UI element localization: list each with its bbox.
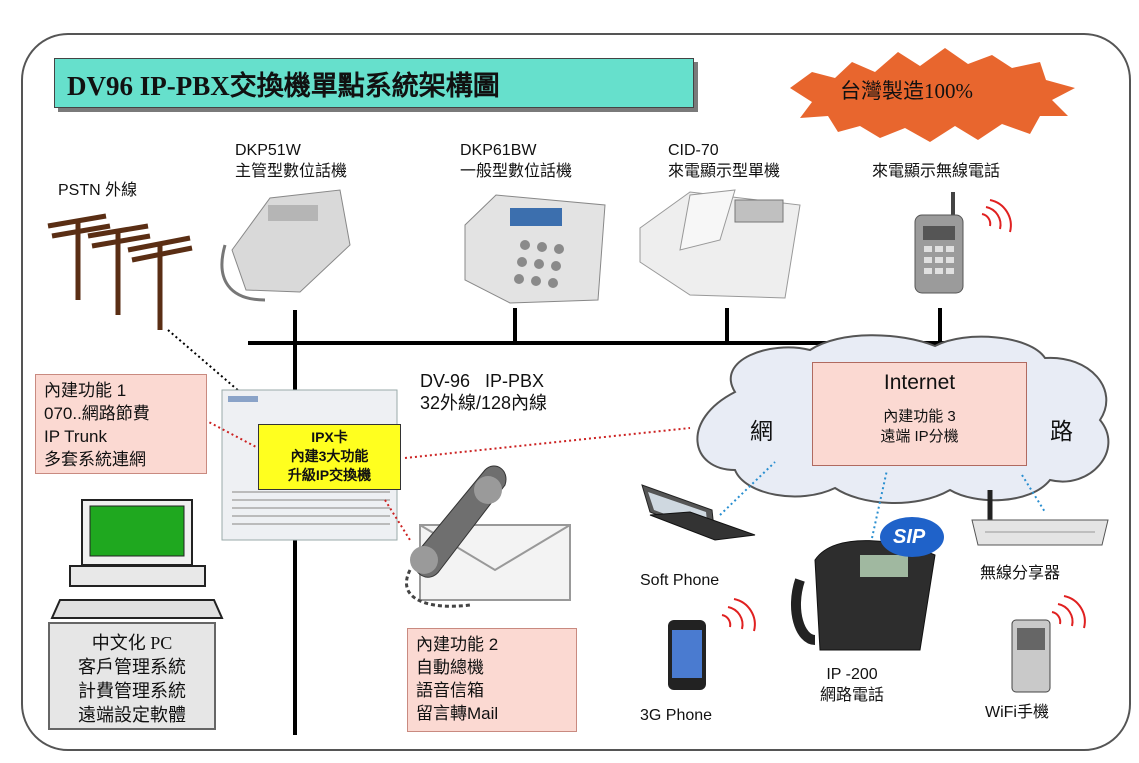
phone-1-model: DKP51W — [235, 142, 301, 159]
feature-3-line-2: 遠端 IP分機 — [880, 428, 959, 445]
phone-2-desc: 一般型數位話機 — [460, 163, 573, 180]
ipx-card-box: IPX卡 內建3大功能 升級IP交換機 — [258, 424, 401, 490]
pstn-connection — [167, 329, 241, 393]
internet-sub: 內建功能 3 遠端 IP分機 — [813, 407, 1026, 447]
feature-2-line-2: 自動總機 — [416, 658, 484, 677]
internet-box: Internet 內建功能 3 遠端 IP分機 — [812, 362, 1027, 466]
dkp51w-phone-icon — [220, 189, 351, 302]
pstn-label: PSTN 外線 — [58, 182, 138, 199]
voicemail-icon — [405, 465, 571, 608]
feature-2-box: 內建功能 2 自動總機 語音信箱 留言轉Mail — [407, 628, 577, 732]
pc-icon — [50, 499, 224, 619]
internet-title: Internet — [883, 371, 956, 394]
pbx-label: DV-96 IP-PBX 32外線/128內線 — [420, 370, 547, 414]
wifi-phone-icon — [1011, 595, 1086, 693]
diagram-title: DV96 IP-PBX交換機單點系統架構圖 — [54, 58, 694, 108]
phone-3-model: CID-70 — [668, 142, 719, 159]
phone-3-label: CID-70 來電顯示型單機 — [668, 140, 780, 182]
3g-phone-icon — [668, 598, 756, 690]
wifi-phone-label: WiFi手機 — [985, 704, 1049, 721]
ip200-link — [871, 469, 888, 539]
ip200-label: IP -200 網路電話 — [820, 664, 884, 706]
ip200-phone-icon — [791, 540, 936, 651]
feature-1-line-2: 070..網路節費 — [44, 404, 150, 423]
dkp61bw-phone-icon — [464, 194, 606, 304]
phone-3-desc: 來電顯示型單機 — [668, 163, 781, 180]
badge-burst-shape — [790, 48, 1075, 142]
router-icon — [971, 490, 1109, 546]
sip-badge-shape — [880, 517, 944, 557]
badge-text: 台灣製造100% — [840, 79, 973, 103]
phone-4-desc: 來電顯示無線電話 — [872, 163, 1001, 180]
cid70-phone-icon — [639, 189, 801, 299]
ip200-model: IP -200 — [826, 666, 878, 683]
feature-1-box: 內建功能 1 070..網路節費 IP Trunk 多套系統連網 — [35, 374, 207, 474]
title-text: DV96 IP-PBX交換機單點系統架構圖 — [67, 70, 500, 101]
pc-software-box: 中文化 PC 客戶管理系統 計費管理系統 遠端設定軟體 — [48, 622, 216, 730]
3g-phone-label: 3G Phone — [640, 707, 713, 724]
feature-3-line-1: 內建功能 3 — [883, 408, 956, 425]
pc-line-3: 計費管理系統 — [78, 681, 186, 701]
cordless-phone-icon — [914, 192, 1012, 294]
pc-line-2: 客戶管理系統 — [78, 657, 186, 677]
laptop-icon — [641, 484, 756, 541]
ip200-desc: 網路電話 — [820, 687, 885, 704]
feature-1-line-1: 內建功能 1 — [44, 381, 127, 400]
feature-2-line-3: 語音信箱 — [416, 681, 484, 700]
cloud-right-char: 路 — [1050, 418, 1073, 444]
pc-line-4: 遠端設定軟體 — [78, 705, 186, 725]
ipx-line-3: 升級IP交換機 — [287, 467, 372, 483]
phone-1-label: DKP51W 主管型數位話機 — [235, 140, 347, 182]
router-link — [1021, 474, 1046, 513]
pbx-line-1: DV-96 IP-PBX — [420, 371, 545, 391]
outer-frame — [21, 33, 1131, 751]
phone-1-desc: 主管型數位話機 — [235, 163, 348, 180]
phone-2-model: DKP61BW — [460, 142, 537, 159]
router-label: 無線分享器 — [980, 565, 1061, 582]
feature-1-line-3: IP Trunk — [44, 427, 107, 446]
phone-2-label: DKP61BW 一般型數位話機 — [460, 140, 572, 182]
pstn-poles-icon — [47, 213, 193, 330]
cloud-left-char: 網 — [750, 418, 773, 444]
ipx-internet-link — [404, 427, 691, 459]
feature-1-line-4: 多套系統連網 — [44, 450, 146, 469]
pc-line-1: 中文化 PC — [91, 633, 173, 653]
ipx-line-2: 內建3大功能 — [290, 448, 369, 464]
softphone-label: Soft Phone — [640, 572, 720, 589]
feature-2-line-1: 內建功能 2 — [416, 635, 499, 654]
sip-label: SIP — [893, 526, 926, 548]
feature-2-line-4: 留言轉Mail — [416, 704, 499, 723]
ipx-line-1: IPX卡 — [311, 429, 348, 445]
pbx-line-2: 32外線/128內線 — [420, 393, 548, 413]
